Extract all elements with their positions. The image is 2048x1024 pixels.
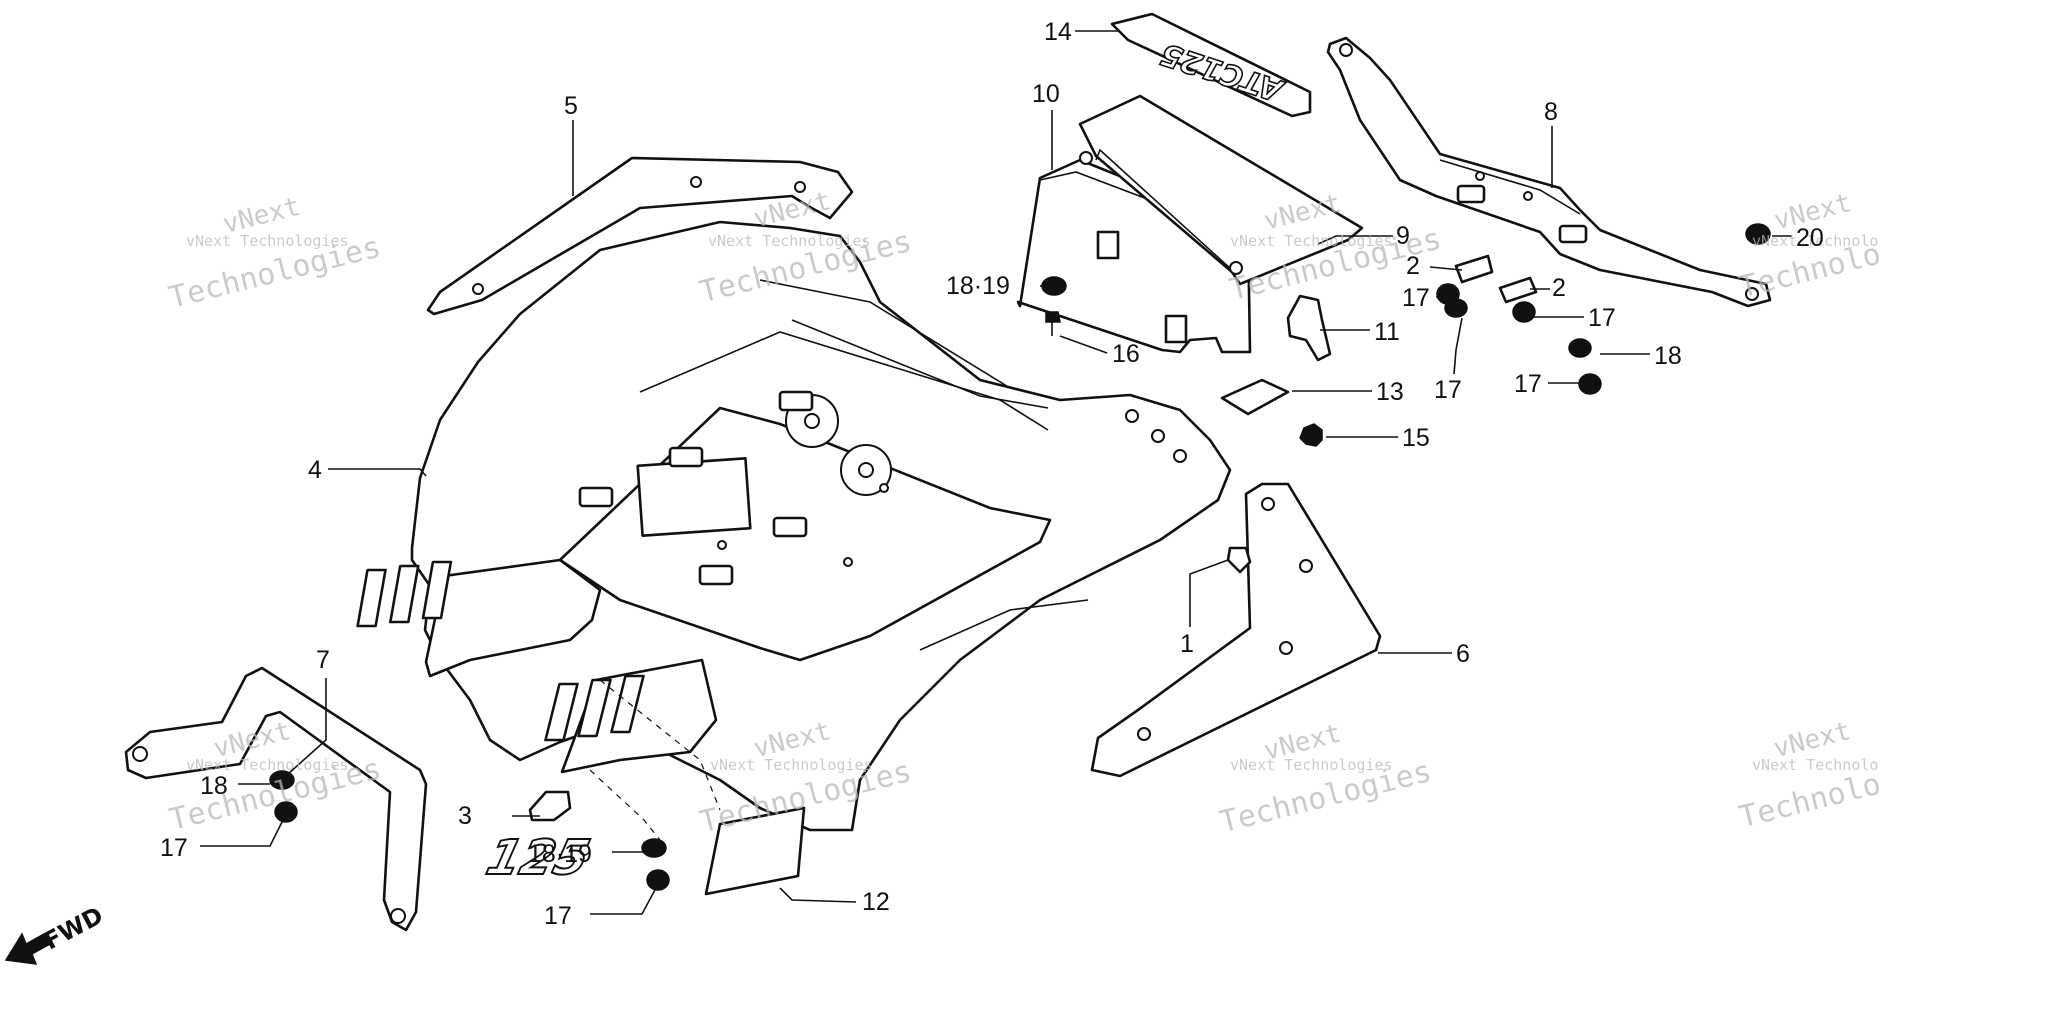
watermark-partial3: Technolo xyxy=(1736,767,1885,836)
callout-18: 18 xyxy=(1654,342,1682,370)
fender-trim-part-5 xyxy=(426,156,854,316)
callout-4: 4 xyxy=(308,456,322,484)
number-decal-part-12: 125 xyxy=(480,806,806,896)
number-decal-text: 125 xyxy=(481,831,595,886)
callout-14: 14 xyxy=(1044,18,1072,46)
callout-17: 17 xyxy=(1514,370,1542,398)
callout-17: 17 xyxy=(1402,284,1430,312)
watermark-line2: vNext Technologies xyxy=(186,232,349,250)
hardware xyxy=(269,223,1771,891)
rear-bracket-part-8 xyxy=(1326,36,1772,308)
callout-17: 17 xyxy=(1434,376,1462,404)
callout-12: 12 xyxy=(862,888,890,916)
watermark-line2: vNext Technologies xyxy=(708,232,871,250)
callout-5: 5 xyxy=(564,92,578,120)
leader-lines xyxy=(200,30,1792,915)
callout-18: 18 xyxy=(200,772,228,800)
callout-18-19: 18·19 xyxy=(528,840,592,868)
callout-7: 7 xyxy=(316,646,330,674)
callout-15: 15 xyxy=(1402,424,1430,452)
left-bracket-part-7 xyxy=(124,666,428,932)
mud-flap-part-6 xyxy=(1090,482,1382,778)
watermark-partial2: vNext Technolo xyxy=(1752,756,1878,774)
callout-3: 3 xyxy=(458,802,472,830)
watermark-line2: vNext Technologies xyxy=(186,756,349,774)
callout-9: 9 xyxy=(1396,222,1410,250)
callout-17: 17 xyxy=(160,834,188,862)
watermark-line2: vNext Technologies xyxy=(1230,232,1393,250)
callout-18-19: 18·19 xyxy=(946,272,1010,300)
callout-20: 20 xyxy=(1796,224,1824,252)
callout-16: 16 xyxy=(1112,340,1140,368)
model-decal-text: ATC125 xyxy=(1157,36,1289,109)
watermark-partial2: vNext Technolo xyxy=(1752,232,1878,250)
callout-1: 1 xyxy=(1180,630,1194,658)
storage-lid-part-9 xyxy=(1078,94,1364,286)
callout-2: 2 xyxy=(1406,252,1420,280)
callout-13: 13 xyxy=(1376,378,1404,406)
watermark-line2: vNext Technologies xyxy=(710,756,873,774)
callout-labels: 1 2 2 3 4 5 6 7 8 9 10 11 12 13 14 15 16… xyxy=(160,18,1824,930)
callout-10: 10 xyxy=(1032,80,1060,108)
forward-direction-indicator: FWD xyxy=(4,901,108,965)
callout-17: 17 xyxy=(1588,304,1616,332)
callout-8: 8 xyxy=(1544,98,1558,126)
callout-6: 6 xyxy=(1456,640,1470,668)
rear-fender-part-4 xyxy=(356,220,1232,841)
fwd-label: FWD xyxy=(39,901,108,955)
watermark-line2: vNext Technologies xyxy=(1230,756,1393,774)
callout-2: 2 xyxy=(1552,274,1566,302)
callout-11: 11 xyxy=(1374,318,1400,346)
callout-17: 17 xyxy=(544,902,572,930)
